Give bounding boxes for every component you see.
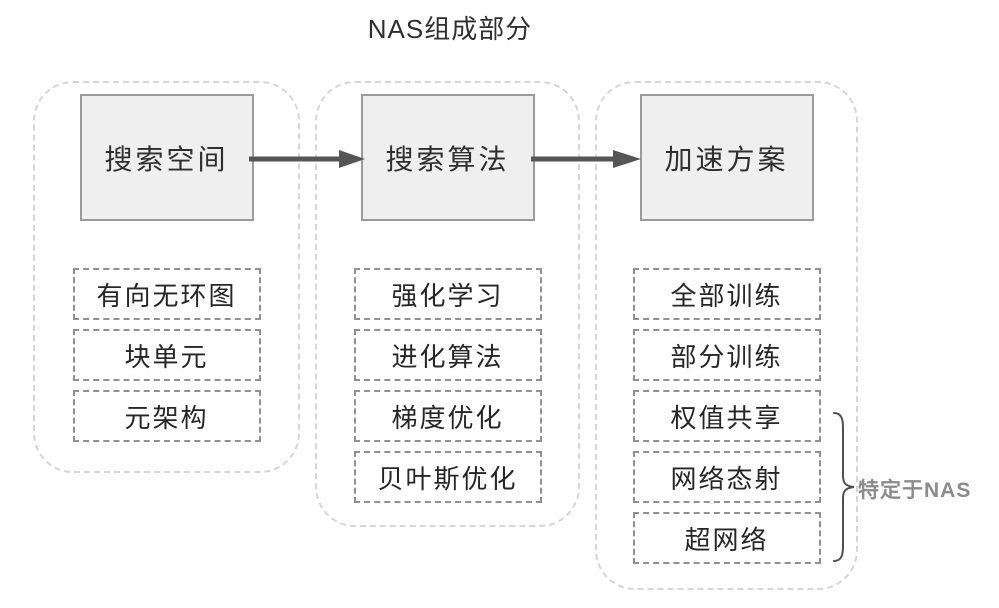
item-partial-training: 部分训练 bbox=[632, 329, 821, 381]
item-network-morphism: 网络态射 bbox=[632, 451, 821, 503]
nas-specific-brace-icon bbox=[833, 412, 855, 562]
item-full-training: 全部训练 bbox=[632, 268, 821, 320]
item-block-cell: 块单元 bbox=[72, 329, 261, 381]
item-bayesian-optimization: 贝叶斯优化 bbox=[353, 451, 542, 503]
node-search-algorithm: 搜索算法 bbox=[360, 94, 535, 221]
item-weight-sharing: 权值共享 bbox=[632, 390, 821, 442]
item-meta-architecture: 元架构 bbox=[72, 390, 261, 442]
item-evolutionary-algorithm: 进化算法 bbox=[353, 329, 542, 381]
diagram-title: NAS组成部分 bbox=[367, 14, 533, 44]
search-algorithm-items: 强化学习 进化算法 梯度优化 贝叶斯优化 bbox=[353, 268, 542, 503]
arrow-algorithm-to-acceleration-icon bbox=[531, 150, 641, 168]
item-supernet: 超网络 bbox=[632, 512, 821, 564]
group-acceleration-scheme: 加速方案 全部训练 部分训练 权值共享 网络态射 超网络 bbox=[595, 81, 858, 590]
item-directed-acyclic-graph: 有向无环图 bbox=[72, 268, 261, 320]
acceleration-scheme-items: 全部训练 部分训练 权值共享 网络态射 超网络 bbox=[632, 268, 821, 564]
item-gradient-optimization: 梯度优化 bbox=[353, 390, 542, 442]
item-reinforcement-learning: 强化学习 bbox=[353, 268, 542, 320]
search-space-items: 有向无环图 块单元 元架构 bbox=[72, 268, 261, 442]
arrow-search-space-to-algorithm-icon bbox=[249, 150, 365, 168]
group-search-algorithm: 搜索算法 强化学习 进化算法 梯度优化 贝叶斯优化 bbox=[315, 81, 580, 527]
group-search-space: 搜索空间 有向无环图 块单元 元架构 bbox=[33, 81, 300, 473]
node-acceleration-scheme: 加速方案 bbox=[639, 94, 814, 221]
node-search-space: 搜索空间 bbox=[79, 94, 254, 221]
nas-specific-label: 特定于NAS bbox=[858, 479, 972, 502]
